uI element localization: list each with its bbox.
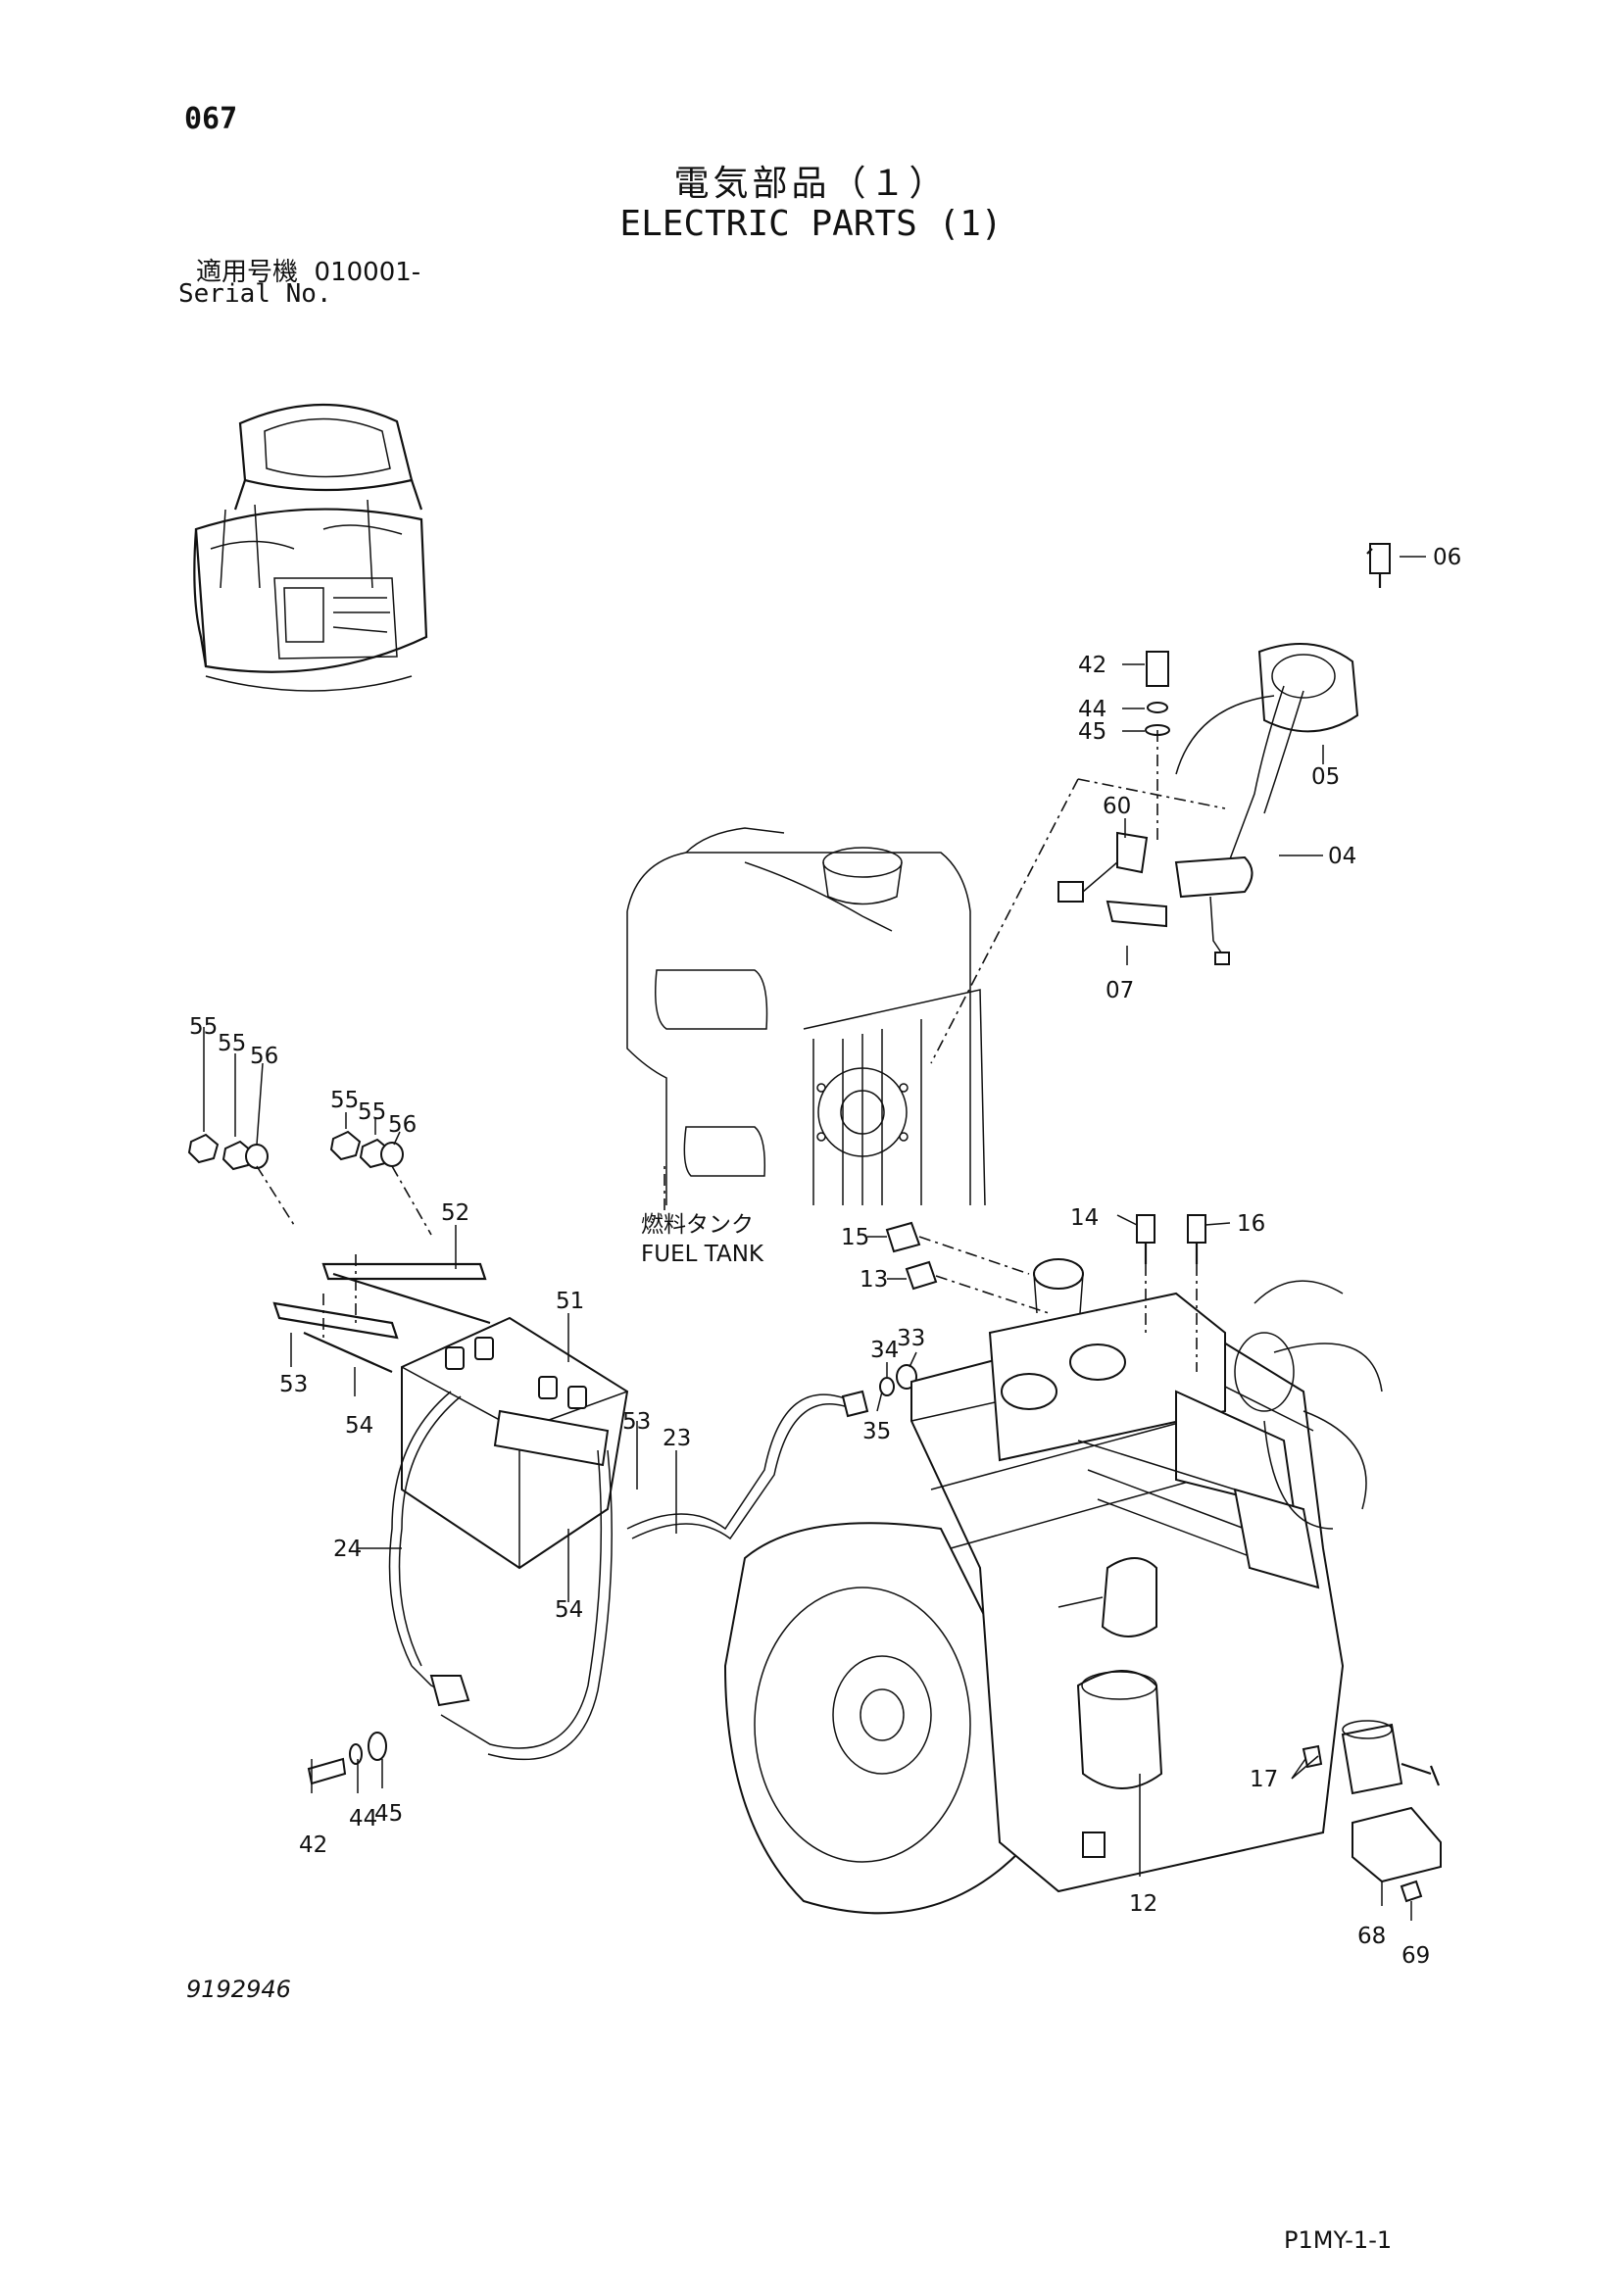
callout-12: 12 [1129, 1891, 1157, 1917]
callout-55-a: 55 [189, 1014, 218, 1040]
engine-assembly [723, 1214, 1383, 1915]
serial-label-japanese: 適用号機 010001- [196, 252, 420, 288]
page-code: P1MY-1-1 [1284, 2226, 1393, 2254]
battery-assembly [187, 1130, 917, 1785]
callout-24: 24 [333, 1537, 362, 1562]
callout-68: 68 [1357, 1924, 1386, 1949]
serial-label-jp-text: 適用号機 [196, 258, 299, 287]
callout-52: 52 [441, 1200, 469, 1226]
sender-leader-dash [930, 778, 1226, 1064]
machine-overview-thumbnail [193, 403, 428, 692]
callout-53-right: 53 [622, 1409, 651, 1435]
serial-label-english: Serial No. [178, 279, 332, 309]
callout-69: 69 [1401, 1943, 1430, 1969]
callout-34: 34 [870, 1338, 899, 1363]
callout-53-left: 53 [279, 1372, 308, 1397]
callout-55-b: 55 [218, 1031, 246, 1056]
callout-44-top: 44 [1078, 697, 1106, 722]
callout-07: 07 [1106, 978, 1134, 1003]
callout-05: 05 [1311, 764, 1340, 790]
callout-42-top: 42 [1078, 653, 1106, 678]
page-title-japanese: 電気部品（１） [673, 164, 949, 204]
callout-60: 60 [1103, 794, 1131, 819]
callout-35: 35 [862, 1419, 891, 1444]
callout-56-b: 56 [388, 1112, 417, 1138]
relay-assembly [1302, 1720, 1442, 1903]
callout-33: 33 [897, 1326, 925, 1351]
battery-leader-dash [256, 1165, 432, 1343]
callout-04: 04 [1328, 844, 1356, 869]
page-title-english: ELECTRIC PARTS (1) [619, 204, 1003, 244]
callout-17: 17 [1250, 1767, 1278, 1792]
fuel-tank-phantom [626, 827, 986, 1206]
serial-value: 010001- [314, 258, 421, 287]
callout-16: 16 [1237, 1211, 1265, 1237]
callout-54-top: 54 [345, 1413, 373, 1439]
callout-51: 51 [556, 1289, 584, 1314]
engine-leader-dash [918, 1236, 1198, 1372]
callout-55-d: 55 [358, 1099, 386, 1125]
document-number: 9192946 [186, 1976, 291, 2003]
fuel-sender-assembly [1057, 543, 1391, 965]
callout-54-bottom: 54 [555, 1597, 583, 1623]
callout-45-top: 45 [1078, 719, 1106, 745]
fuel-tank-label-jp: 燃料タンク [641, 1212, 754, 1238]
callout-labels: 06 42 44 45 05 60 04 07 55 55 56 55 55 5… [189, 545, 1461, 1969]
callout-45-bottom: 45 [374, 1801, 403, 1827]
callout-42-bottom: 42 [299, 1832, 327, 1858]
callout-leaders [203, 556, 1426, 1921]
callout-56-a: 56 [250, 1044, 278, 1069]
callout-55-c: 55 [330, 1088, 359, 1113]
callout-14: 14 [1070, 1205, 1099, 1231]
callout-15: 15 [841, 1225, 869, 1250]
callout-23: 23 [663, 1426, 691, 1451]
page-number: 067 [184, 102, 238, 136]
callout-06: 06 [1433, 545, 1461, 570]
fuel-tank-label-en: FUEL TANK [641, 1242, 764, 1267]
callout-44-bottom: 44 [349, 1806, 377, 1832]
fuel-tank-label: 燃料タンク FUEL TANK [641, 1210, 763, 1269]
callout-13: 13 [860, 1267, 888, 1293]
